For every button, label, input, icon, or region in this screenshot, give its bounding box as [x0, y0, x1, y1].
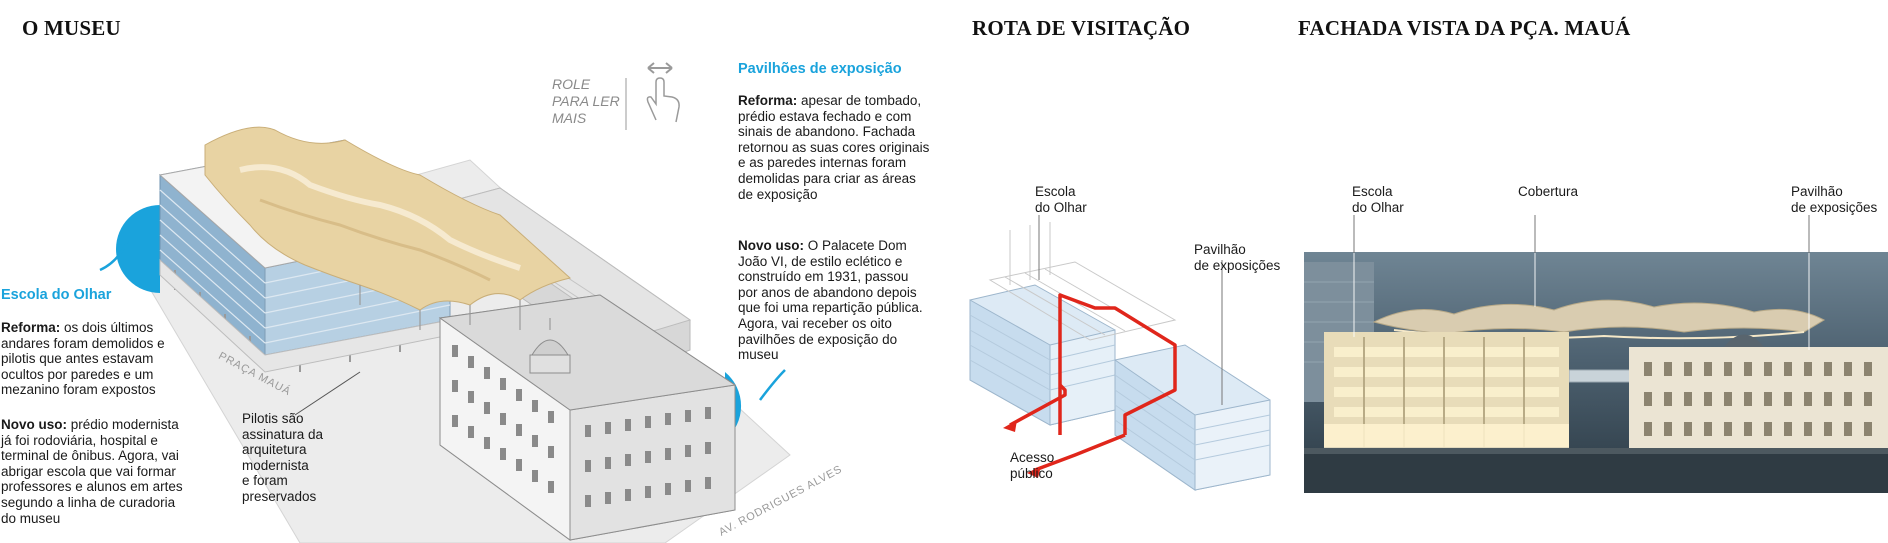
facade-cobertura — [1372, 299, 1826, 335]
pavilhoes-heading: Pavilhões de exposição — [738, 61, 902, 77]
pilotis-note: Pilotis são assinatura da arquitetura mo… — [242, 411, 324, 504]
escola-novo-label: Novo uso: — [1, 417, 67, 432]
fachada-label-pavilhao: Pavilhão de exposições — [1791, 184, 1878, 215]
visit-route-path — [1009, 293, 1177, 472]
route-diagram — [969, 215, 1271, 491]
fachada-label-escola: Escola do Olhar — [1352, 184, 1404, 215]
scroll-hint-line3: MAIS — [552, 110, 587, 126]
escola-novo-text: prédio modernista já foi rodoviária, hos… — [1, 417, 183, 526]
section-title-fachada: FACHADA VISTA DA PÇA. MAUÁ — [1298, 16, 1631, 40]
facade-photo — [1304, 252, 1888, 493]
escola-reforma-text: os dois últimos andares foram demolidos … — [1, 320, 165, 398]
fachada-label-cobertura: Cobertura — [1518, 184, 1579, 199]
museum-isometric-illustration — [99, 126, 791, 543]
escola-marker-arc — [116, 205, 160, 293]
pavilhoes-novo-text: O Palacete Dom João VI, de estilo ecléti… — [738, 238, 923, 363]
pavilhoes-reforma-label: Reforma: — [738, 93, 798, 108]
pavilhoes-reforma: Reforma: apesar de tombado, prédio estav… — [738, 93, 930, 202]
scroll-hint-line2: PARA LER — [552, 93, 620, 109]
rota-label-pavilhao: Pavilhão de exposições — [1194, 242, 1281, 273]
rota-label-escola: Escola do Olhar — [1035, 184, 1087, 215]
swipe-hand-icon — [625, 62, 680, 130]
facade-label-leaders — [1353, 215, 1810, 253]
pavilhoes-novo-uso: Novo uso: O Palacete Dom João VI, de est… — [738, 238, 930, 363]
escola-heading: Escola do Olhar — [1, 287, 112, 303]
escola-reforma: Reforma: os dois últimos andares foram d… — [1, 320, 185, 398]
escola-novo-uso: Novo uso: prédio modernista já foi rodov… — [1, 417, 185, 526]
scroll-hint: ROLE PARA LER MAIS — [552, 76, 620, 127]
escola-reforma-label: Reforma: — [1, 320, 61, 335]
section-title-museu: O MUSEU — [22, 16, 121, 40]
pavilhoes-novo-label: Novo uso: — [738, 238, 804, 253]
rota-label-acesso: Acesso público — [1010, 450, 1055, 481]
pavilhoes-reforma-text: apesar de tombado, prédio estava fechado… — [738, 93, 930, 202]
scroll-hint-line1: ROLE — [552, 76, 591, 92]
section-title-rota: ROTA DE VISITAÇÃO — [972, 16, 1191, 40]
